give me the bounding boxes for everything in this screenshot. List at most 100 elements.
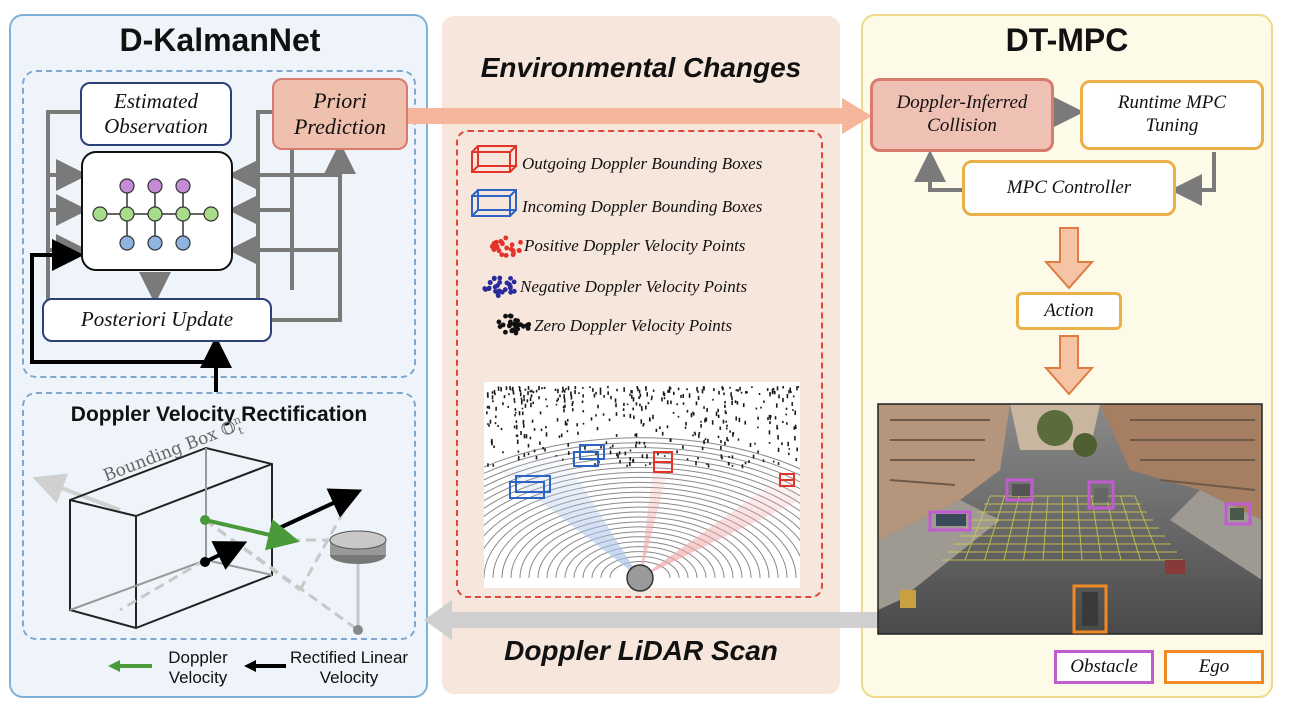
scan-point	[560, 433, 563, 438]
scan-point	[788, 390, 790, 394]
scan-point	[566, 419, 569, 422]
grid-line	[964, 495, 991, 561]
scan-ring	[484, 491, 797, 579]
scan-point	[523, 453, 526, 458]
black-point	[513, 318, 518, 323]
scan-point	[600, 445, 602, 449]
scan-point	[775, 403, 778, 408]
blue-point	[482, 286, 488, 291]
blue-point	[493, 288, 498, 294]
scan-point	[492, 400, 494, 403]
scan-point	[616, 452, 618, 457]
scan-point	[518, 411, 521, 416]
scan-point	[649, 462, 651, 465]
scan-point	[511, 386, 514, 392]
scan-point	[700, 420, 702, 423]
scan-point	[769, 415, 772, 420]
scan-point	[563, 389, 566, 393]
black-point	[524, 323, 530, 328]
scan-point	[655, 428, 658, 433]
scan-point	[629, 413, 632, 419]
scan-point	[785, 407, 788, 410]
scan-point	[755, 407, 758, 410]
scan-point	[623, 402, 625, 407]
scan-point	[502, 451, 504, 454]
scan-point	[734, 400, 737, 404]
scan-point	[578, 392, 580, 394]
scan-point	[680, 394, 682, 398]
blue-point	[508, 275, 513, 281]
scan-point	[490, 438, 493, 442]
black-point	[496, 319, 502, 325]
red-box-icon	[471, 145, 517, 173]
scan-point	[517, 456, 520, 461]
scan-point	[771, 391, 774, 395]
scan-point	[754, 442, 756, 445]
scan-point	[561, 390, 564, 393]
scan-point	[491, 441, 493, 446]
scan-point	[589, 386, 591, 389]
scan-point	[669, 438, 672, 442]
environmental-changes-title: Environmental Changes	[480, 52, 802, 83]
scan-point	[577, 431, 579, 435]
scan-point	[752, 454, 755, 459]
scan-point	[666, 425, 669, 429]
scan-point	[692, 412, 695, 416]
scan-point	[614, 398, 617, 403]
scan-point	[794, 424, 797, 429]
scan-point	[696, 386, 698, 392]
blue-points-icon	[482, 275, 517, 299]
scan-point	[652, 389, 655, 392]
scan-point	[776, 424, 778, 430]
scan-point	[791, 402, 794, 406]
scan-point	[639, 403, 641, 407]
scan-point	[737, 389, 739, 392]
scan-point	[532, 391, 535, 394]
red-point	[518, 239, 523, 245]
scan-point	[768, 442, 771, 444]
scan-point	[524, 403, 527, 408]
priori-prediction-box: Priori Prediction	[272, 78, 408, 150]
blue-point	[507, 283, 513, 289]
scan-point	[570, 395, 573, 400]
scan-ring	[484, 481, 800, 542]
scan-ring	[528, 516, 752, 579]
scan-point	[785, 413, 787, 416]
scan-point	[777, 462, 780, 465]
scan-point	[725, 420, 728, 423]
scan-point	[486, 405, 489, 409]
scan-point	[690, 413, 693, 418]
doppler-inferred-collision-box: Doppler-Inferred Collision	[870, 78, 1054, 152]
scan-point	[707, 438, 709, 443]
scan-point	[717, 408, 719, 413]
scan-point	[711, 420, 714, 425]
scan-ring	[591, 551, 689, 579]
scan-point	[557, 388, 559, 394]
scan-point	[615, 434, 618, 437]
scan-point	[760, 406, 762, 409]
scan-point	[782, 397, 784, 403]
scan-point	[520, 430, 522, 436]
scan-point	[529, 397, 532, 401]
scan-point	[735, 389, 738, 392]
scan-ring	[492, 496, 788, 579]
scan-ring	[564, 536, 716, 579]
scan-point	[757, 416, 759, 420]
scan-point	[505, 386, 508, 391]
scan-point	[641, 454, 644, 458]
scan-point	[493, 445, 495, 449]
grid-line	[1003, 495, 1020, 561]
scan-point	[519, 392, 522, 397]
scan-point	[644, 445, 647, 448]
scan-point	[688, 393, 691, 398]
scan-point	[517, 450, 520, 453]
red-point	[509, 242, 515, 248]
scan-point	[723, 392, 725, 396]
scan-point	[634, 433, 637, 437]
scan-point	[624, 451, 627, 456]
scan-point	[746, 391, 748, 394]
scan-point	[609, 446, 612, 449]
scan-point	[702, 386, 705, 390]
scan-point	[491, 395, 494, 400]
scan-point	[788, 452, 790, 456]
